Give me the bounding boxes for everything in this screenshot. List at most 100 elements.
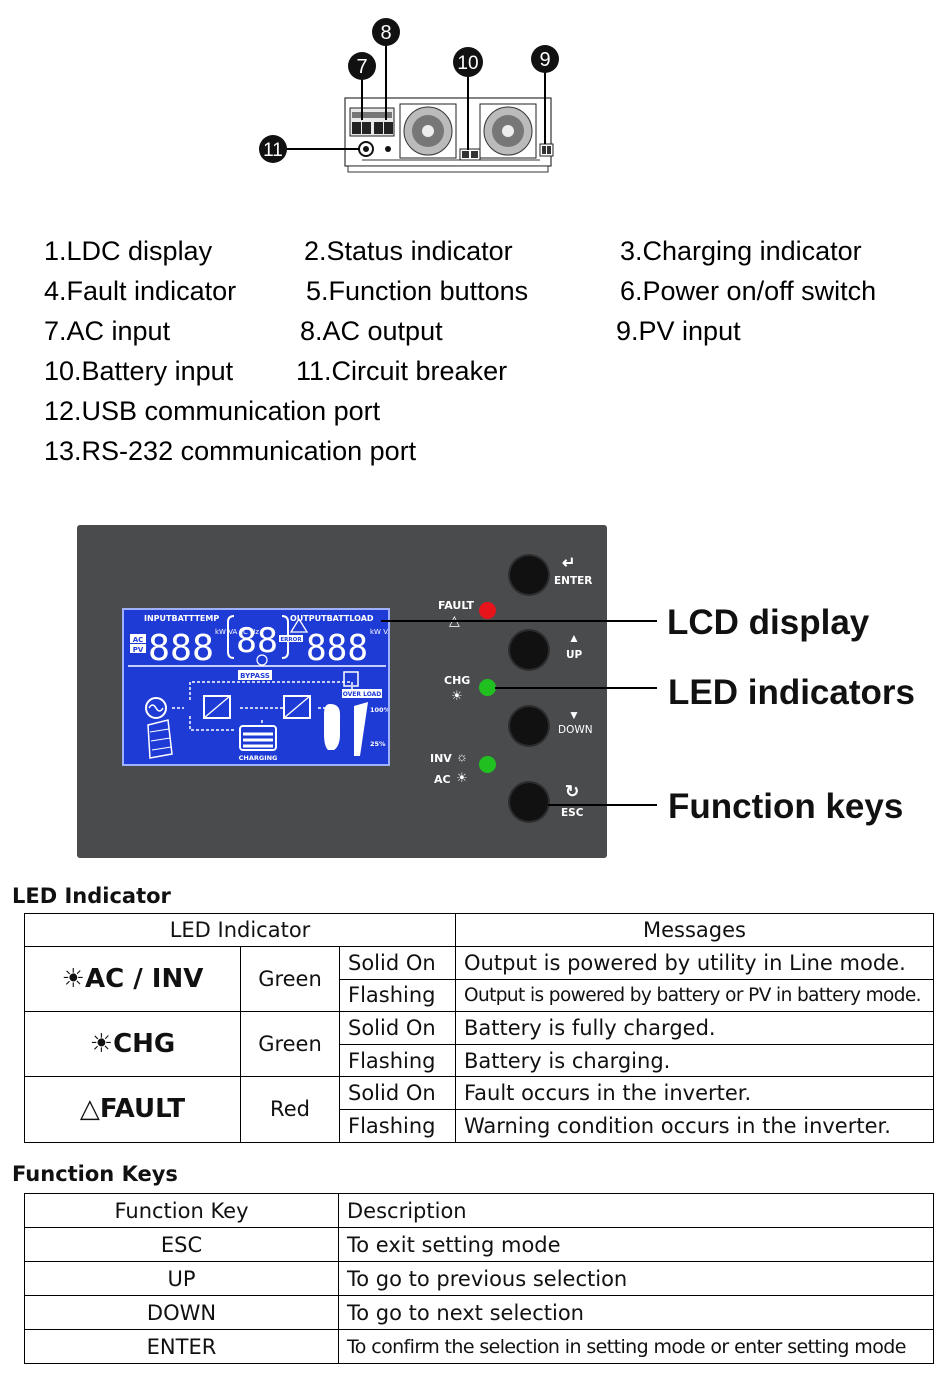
chg-indicator: ☀CHG: [24, 1011, 241, 1078]
svg-text:OVER LOAD: OVER LOAD: [343, 691, 382, 698]
led-callout-line: [495, 687, 657, 689]
fn-header-key: Function Key: [24, 1193, 339, 1228]
fault-indicator: △FAULT: [24, 1076, 241, 1143]
down-key[interactable]: [510, 707, 548, 745]
svg-text:9: 9: [539, 49, 550, 71]
led-color: Green: [240, 945, 340, 1013]
led-message: Battery is charging.: [455, 1043, 934, 1078]
led-callout: LED indicators: [668, 673, 915, 712]
led-message: Warning condition occurs in the inverter…: [455, 1108, 934, 1143]
led-message: Output is powered by battery or PV in ba…: [455, 978, 934, 1013]
led-state: Solid On: [339, 946, 456, 980]
inv-led: [479, 756, 496, 773]
up-key[interactable]: [510, 631, 548, 669]
inv-led-label: INV: [430, 752, 452, 765]
lcd-graphics: INPUTBATTTEMP OUTPUTBATTLOAD AC PV 888 k…: [128, 614, 413, 762]
svg-text:88: 88: [236, 621, 278, 661]
sun-icon: ☀: [61, 964, 85, 995]
lcd-callout-line: [381, 620, 657, 622]
part-item: 13.RS-232 communication port: [44, 436, 417, 466]
callout-9: 9: [531, 45, 559, 73]
fn-description: To confirm the selection in setting mode…: [338, 1329, 934, 1364]
fault-led-label: FAULT: [438, 599, 475, 612]
led-color: Red: [240, 1076, 340, 1143]
svg-text:CHARGING: CHARGING: [239, 754, 278, 762]
svg-text:PV: PV: [133, 646, 144, 654]
function-section-title: Function Keys: [12, 1162, 178, 1186]
led-color: Green: [240, 1011, 340, 1078]
svg-text:kW VA % Hz: kW VA % Hz: [370, 628, 388, 636]
led-state: Solid On: [339, 1076, 456, 1110]
led-indicator-table: LED Indicator Messages ☀AC / INV Green S…: [24, 913, 934, 1143]
part-item: 1.LDC display: [44, 236, 213, 266]
svg-text:100%: 100%: [370, 706, 388, 714]
fan-right: [479, 103, 537, 159]
led-message: Fault occurs in the inverter.: [455, 1076, 934, 1110]
esc-key[interactable]: [510, 783, 548, 821]
fan-left: [399, 103, 457, 159]
part-item: 8.AC output: [300, 316, 443, 346]
led-message: Output is powered by utility in Line mod…: [455, 946, 934, 980]
led-message: Battery is fully charged.: [455, 1011, 934, 1045]
up-key-label: UP: [566, 649, 583, 661]
part-item: 7.AC input: [44, 316, 171, 346]
svg-text:8: 8: [380, 22, 391, 44]
enter-arrow-icon: ↵: [562, 555, 576, 572]
callout-10: 10: [453, 47, 483, 77]
svg-text:888: 888: [148, 628, 214, 669]
fn-key: DOWN: [24, 1295, 339, 1330]
fn-key: ENTER: [24, 1329, 339, 1364]
svg-text:11: 11: [263, 140, 283, 161]
led-state: Flashing: [339, 1108, 456, 1143]
part-item: 6.Power on/off switch: [620, 276, 877, 306]
callout-8: 8: [372, 18, 400, 46]
svg-text:ERROR: ERROR: [280, 637, 302, 643]
callout-11: 11: [259, 135, 287, 163]
function-keys-table: Function Key Description ESC To exit set…: [24, 1193, 934, 1364]
part-item: 11.Circuit breaker: [296, 356, 508, 386]
callout-7: 7: [348, 52, 376, 80]
chg-led: [479, 679, 496, 696]
led-state: Flashing: [339, 978, 456, 1013]
svg-text:kW VA °C Hz: kW VA °C Hz: [215, 628, 259, 636]
part-item: 9.PV input: [616, 316, 741, 346]
inverter-bottom-view-diagram: 7 8 10 9 11: [259, 18, 559, 173]
front-panel: INPUTBATTTEMP OUTPUTBATTLOAD AC PV 888 k…: [77, 525, 607, 858]
enter-key-label: ENTER: [554, 575, 593, 587]
sun-icon: ☀: [456, 770, 468, 785]
sun-outline-icon: ☼: [456, 749, 468, 764]
ac-inv-indicator: ☀AC / INV: [24, 945, 241, 1013]
sun-icon: ☀: [451, 688, 463, 703]
svg-text:OUTPUTBATTLOAD: OUTPUTBATTLOAD: [290, 614, 374, 623]
fn-key: UP: [24, 1261, 339, 1296]
keys-callout-line: [548, 804, 657, 806]
fn-key: ESC: [24, 1227, 339, 1262]
led-header-indicator: LED Indicator: [24, 913, 456, 947]
chg-led-label: CHG: [444, 674, 471, 687]
led-header-messages: Messages: [455, 913, 934, 947]
fault-led: [479, 602, 496, 619]
part-item: 4.Fault indicator: [44, 276, 237, 306]
svg-text:INPUTBATTTEMP: INPUTBATTTEMP: [144, 614, 219, 623]
esc-key-label: ESC: [561, 807, 584, 819]
down-key-label: DOWN: [558, 724, 593, 736]
led-section-title: LED Indicator: [12, 884, 171, 908]
keys-callout: Function keys: [668, 787, 904, 826]
fn-description: To exit setting mode: [338, 1227, 934, 1262]
lcd-screen: INPUTBATTTEMP OUTPUTBATTLOAD AC PV 888 k…: [122, 608, 413, 766]
up-arrow-icon: ▲: [568, 631, 580, 645]
fn-description: To go to previous selection: [338, 1261, 934, 1296]
lcd-callout: LCD display: [667, 603, 870, 642]
sun-icon: ☀: [89, 1029, 114, 1060]
part-item: 10.Battery input: [44, 356, 234, 386]
power-cycle-icon: ↻: [565, 782, 580, 801]
fn-header-description: Description: [338, 1193, 934, 1228]
warning-triangle-icon: △: [79, 1094, 100, 1125]
part-item: 2.Status indicator: [304, 236, 513, 266]
led-state: Solid On: [339, 1011, 456, 1045]
led-state: Flashing: [339, 1043, 456, 1078]
svg-text:7: 7: [356, 56, 367, 78]
part-item: 12.USB communication port: [44, 396, 381, 426]
enter-key[interactable]: [510, 556, 548, 594]
svg-text:10: 10: [457, 53, 478, 74]
